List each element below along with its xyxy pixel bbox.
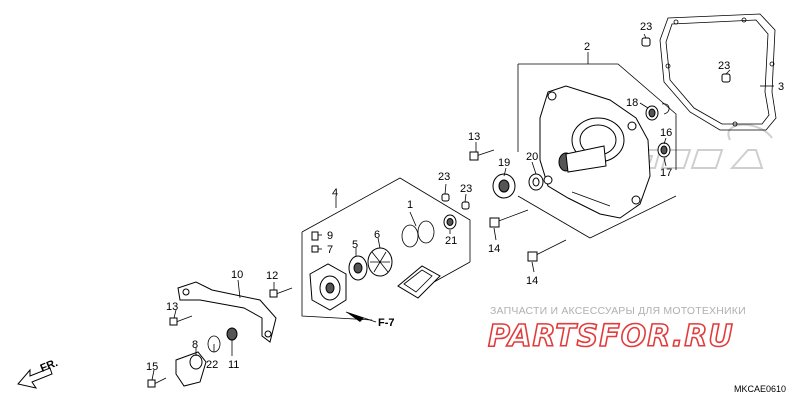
callout-20: 20 — [526, 151, 538, 163]
callout-8: 8 — [192, 339, 198, 351]
bracket — [177, 281, 277, 343]
callout-5: 5 — [352, 239, 358, 251]
callout-11: 11 — [228, 359, 239, 371]
callout-10: 10 — [231, 269, 243, 281]
cover-frame — [517, 63, 677, 239]
dowel-pin — [641, 37, 731, 83]
callout-19: 19 — [498, 157, 510, 169]
pump-frame — [301, 177, 471, 321]
diagram-code: MKCAE0610 — [734, 384, 786, 394]
callout-23d: 23 — [460, 183, 472, 195]
callout-3: 3 — [778, 81, 784, 93]
callout-14a: 14 — [488, 243, 500, 255]
watermark-caption: ЗАПЧАСТИ И АКСЕССУАРЫ ДЛЯ МОТОТЕХНИКИ — [490, 305, 746, 317]
leader-lines — [151, 33, 774, 381]
oil-seal — [492, 103, 671, 199]
callout-17: 17 — [660, 167, 672, 179]
callout-23c: 23 — [438, 171, 450, 183]
bolt — [469, 149, 567, 262]
transmission-cover — [539, 85, 651, 219]
water-pipe — [175, 327, 238, 387]
callout-4: 4 — [332, 187, 338, 199]
callout-22: 22 — [206, 359, 218, 371]
callout-16: 16 — [660, 127, 672, 139]
callout-21: 21 — [445, 235, 457, 247]
callout-23a: 23 — [640, 21, 652, 33]
impeller — [348, 247, 393, 281]
callout-15: 15 — [146, 361, 158, 373]
callout-1: 1 — [407, 199, 413, 211]
callout-12: 12 — [266, 270, 278, 282]
bolt — [147, 287, 293, 388]
dowel-pin — [441, 193, 470, 230]
callout-6: 6 — [374, 229, 380, 241]
callout-2: 2 — [584, 41, 590, 53]
gasket-plate — [397, 265, 441, 299]
gasket — [659, 13, 777, 131]
front-label: FR. — [39, 357, 60, 375]
reference-tag: F-7 — [345, 311, 395, 329]
o-ring — [401, 220, 435, 248]
water-pump-body — [309, 231, 347, 311]
callout-23b: 23 — [718, 60, 730, 72]
callout-labels: 1 2 3 4 5 6 7 8 9 10 11 12 13 13 14 14 1… — [146, 21, 784, 373]
callout-13a: 13 — [468, 131, 480, 143]
watermark-brand-logo: PARTSFOR.RU — [488, 319, 734, 354]
callout-9: 9 — [327, 230, 333, 242]
reference-tag-label: F-7 — [378, 317, 395, 329]
callout-7: 7 — [327, 244, 333, 256]
callout-18: 18 — [626, 97, 638, 109]
front-arrow-icon: FR. — [17, 357, 60, 389]
callout-14b: 14 — [526, 275, 538, 287]
callout-13b: 13 — [166, 301, 178, 313]
